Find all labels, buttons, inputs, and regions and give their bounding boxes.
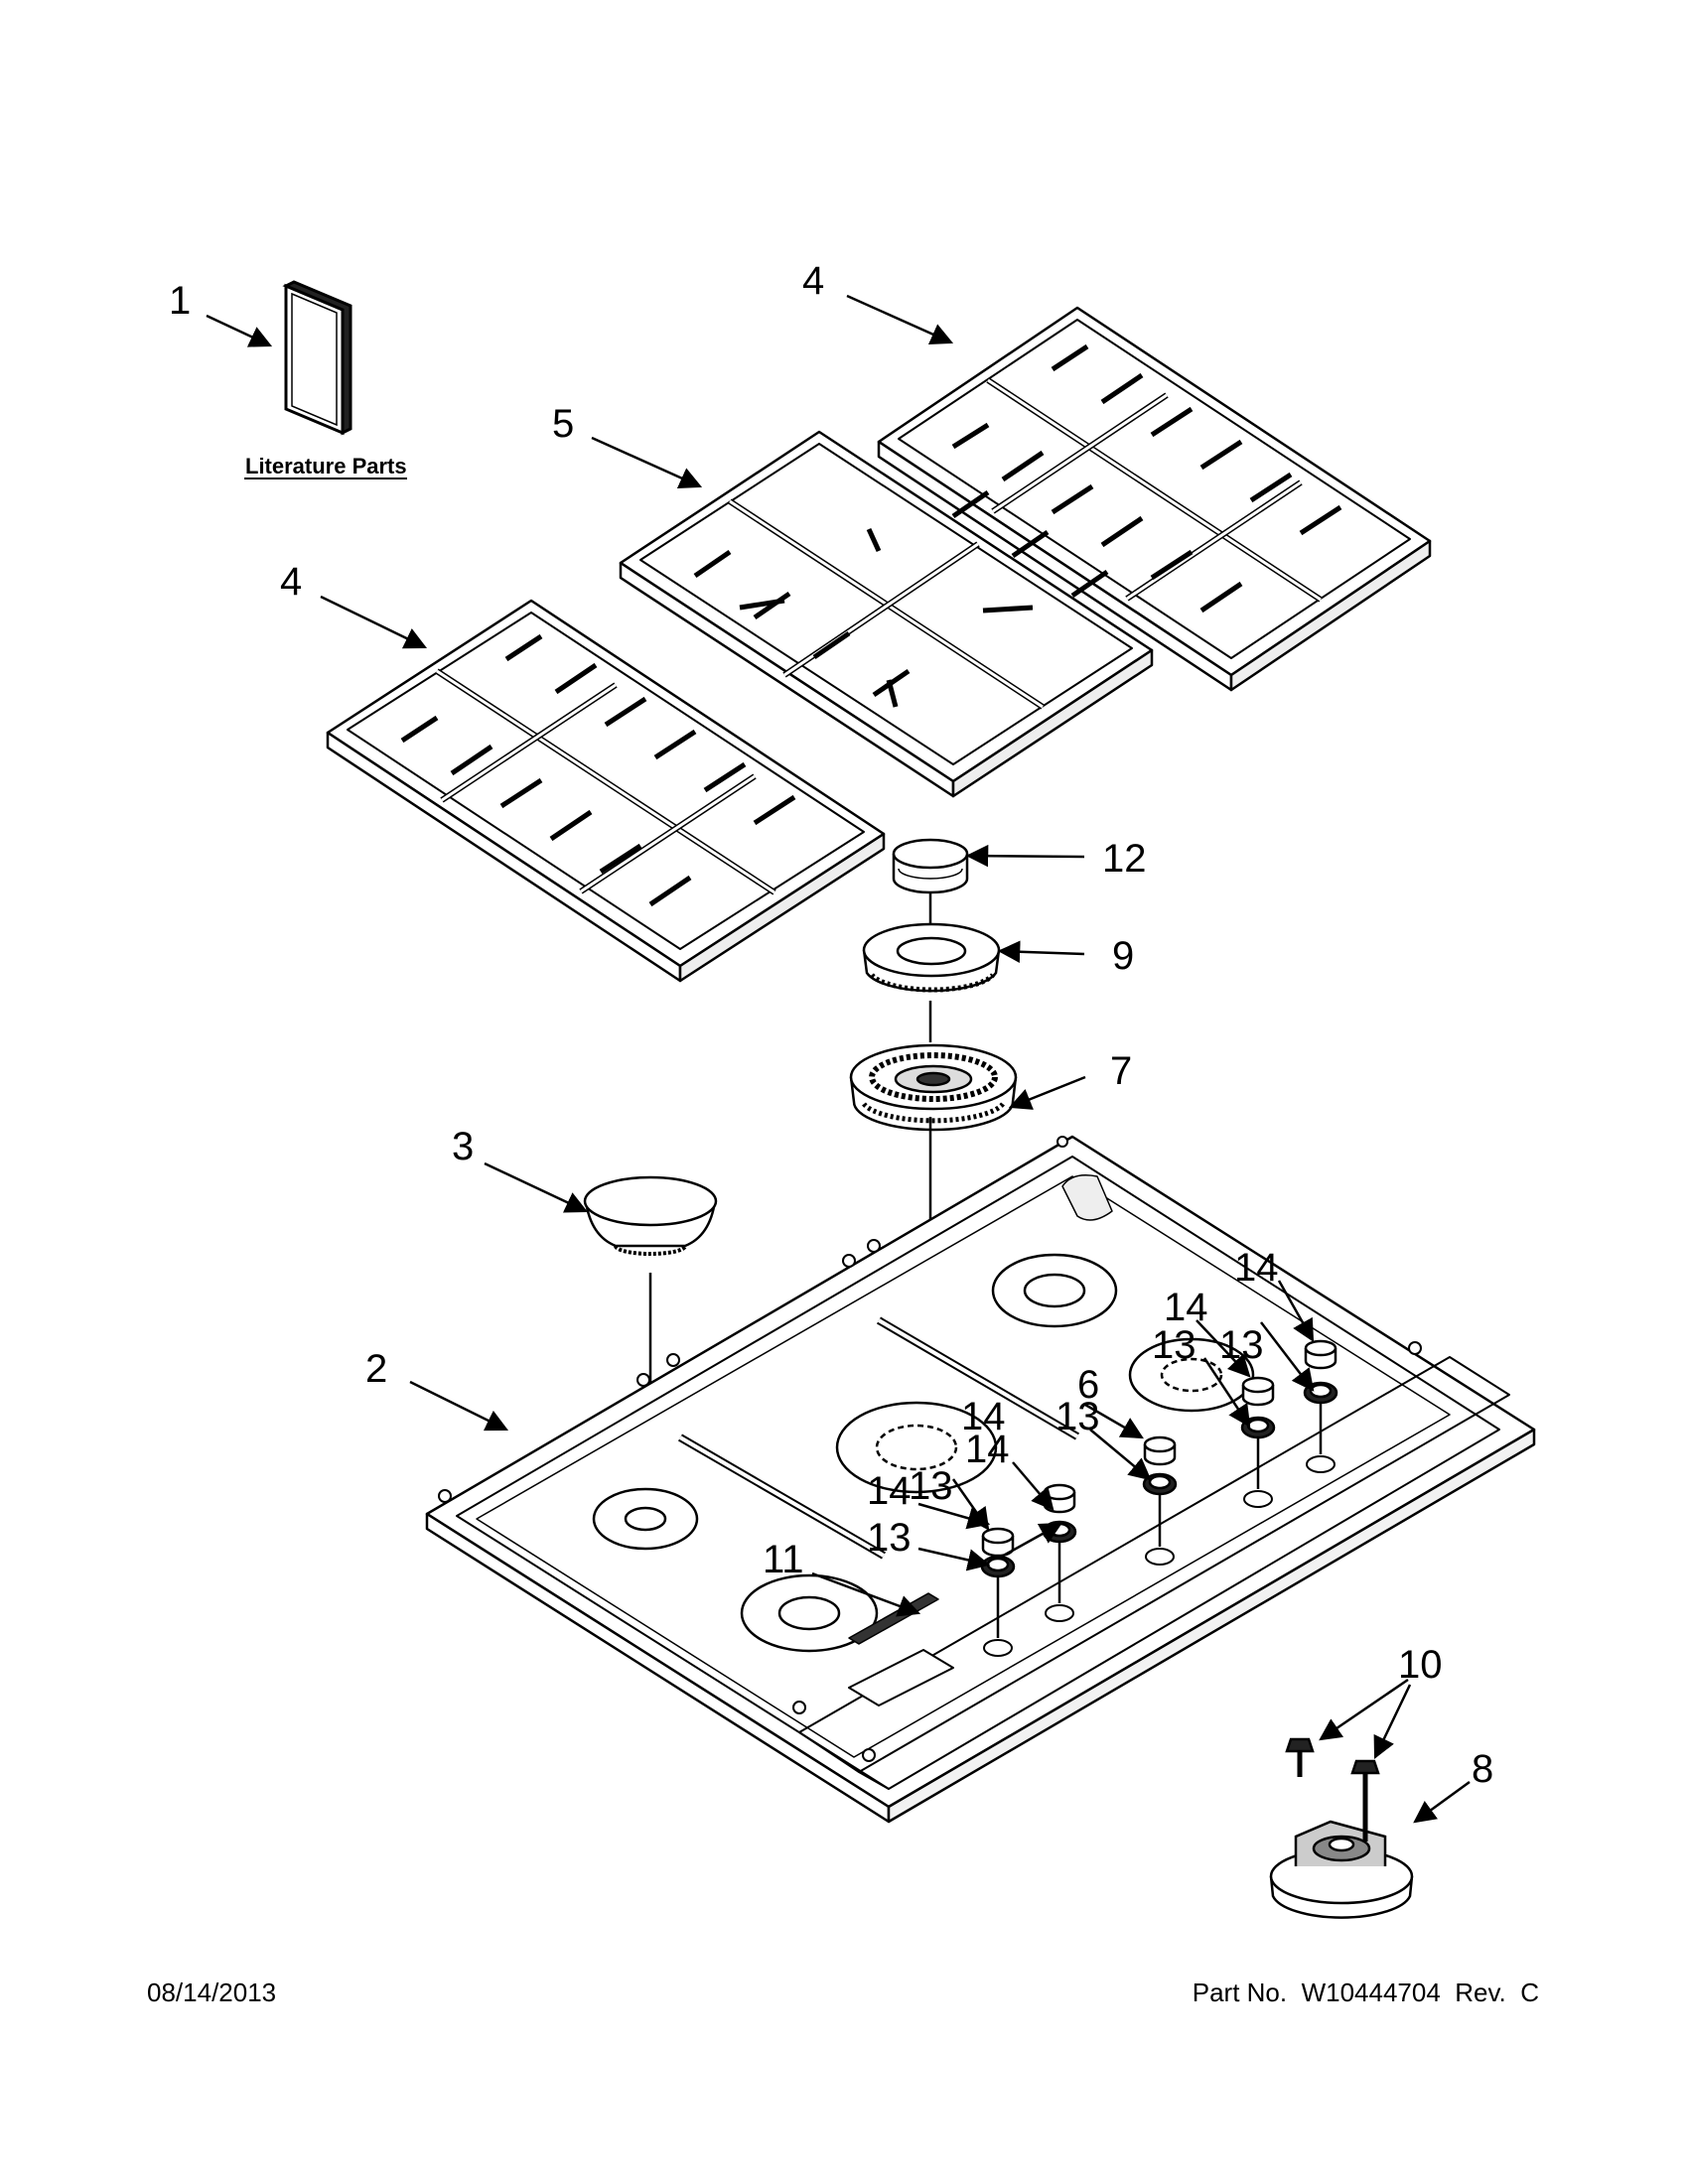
footer-part-number: Part No. W10444704 Rev. C: [1192, 1978, 1539, 2007]
burner-cap-large: [583, 1175, 718, 1256]
callout-13-a: 13: [1219, 1323, 1264, 1367]
burner-ring: [862, 922, 1001, 993]
grate-left: [326, 599, 886, 983]
screw-right: [1350, 1759, 1380, 1842]
callout-6: 6: [1077, 1363, 1099, 1407]
callout-13-c: 13: [1055, 1395, 1100, 1438]
callout-5: 5: [552, 402, 574, 446]
grate-center: [619, 430, 1154, 798]
callout-1: 1: [169, 279, 191, 323]
callout-8: 8: [1472, 1747, 1493, 1791]
callout-4-upper: 4: [802, 259, 824, 303]
callout-13-b: 13: [1152, 1323, 1196, 1367]
literature-parts-label: Literature Parts: [245, 454, 407, 478]
leader-arrows: [206, 294, 1471, 1824]
callout-11: 11: [763, 1538, 804, 1581]
callout-7: 7: [1110, 1049, 1132, 1093]
screw-left: [1285, 1737, 1315, 1777]
callout-12: 12: [1102, 837, 1147, 881]
callout-labels: 1 4 5 4 12 9 7 3 2 6 11 10 8 14 14 13 13…: [169, 259, 1493, 1791]
callout-13-e: 13: [867, 1516, 912, 1560]
burner-cap-small: [892, 838, 969, 894]
cooktop-body: [425, 1135, 1536, 1824]
burner-head-large: [849, 1043, 1018, 1132]
callout-4-lower: 4: [280, 560, 302, 604]
callout-3: 3: [452, 1125, 474, 1168]
callout-14-d: 14: [867, 1469, 912, 1513]
callout-14-e: 14: [1164, 1286, 1208, 1329]
callout-9: 9: [1112, 934, 1134, 978]
literature-parts-booklet: [282, 280, 352, 436]
burner-base-assembly: [1269, 1820, 1414, 1919]
footer-date: 08/14/2013: [147, 1978, 277, 2007]
callout-14-b: 14: [961, 1395, 1006, 1438]
callout-10: 10: [1398, 1643, 1443, 1687]
callout-14-a: 14: [1234, 1246, 1279, 1290]
callout-13-d: 13: [909, 1464, 953, 1508]
callout-2: 2: [365, 1347, 387, 1391]
grate-right: [877, 306, 1432, 692]
callout-14-c: 14: [965, 1428, 1010, 1471]
